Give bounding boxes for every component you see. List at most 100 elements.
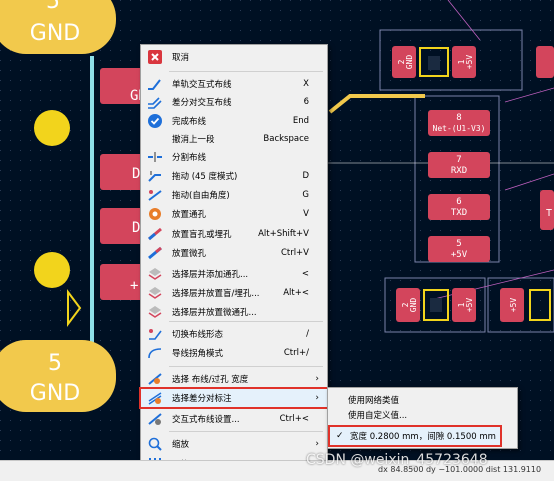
pad-top-left-gnd[interactable]: 5 GND — [0, 0, 116, 54]
footprint-outline-top-right — [379, 29, 523, 91]
menu-item-label: 选择 布线/过孔 宽度 — [172, 375, 249, 385]
svg-text:TXD: TXD — [451, 208, 467, 218]
submenu-arrow-icon: › — [315, 393, 319, 403]
status-bar: dx 84.8500 dy −101.0000 dist 131.9110 — [0, 460, 554, 481]
pad-net: GND — [30, 21, 80, 46]
menu-item-9[interactable]: 放置盲孔或埋孔 Alt+Shift+V — [141, 225, 327, 243]
far-right-label: T — [546, 208, 552, 219]
menu-item-label: 切换布线形态 — [172, 330, 224, 340]
menu-item-7[interactable]: 拖动(自由角度)G — [141, 186, 327, 204]
menu-item-label: 分割布线 — [172, 153, 207, 163]
svg-text:7: 7 — [456, 155, 461, 165]
submenu-item-1[interactable]: 使用自定义值... — [328, 407, 517, 423]
svg-text:D: D — [132, 220, 140, 236]
menu-item-shortcut: D — [302, 171, 309, 181]
corner-icon — [147, 345, 163, 361]
menu-item-12[interactable]: 选择层并放置盲/埋孔... Alt+< — [141, 284, 327, 302]
submenu-item-0[interactable]: 使用网络类值 — [328, 392, 517, 408]
menu-item-shortcut: 6 — [303, 97, 309, 107]
menu-item-shortcut: V — [303, 209, 309, 219]
submenu-arrow-icon: › — [315, 439, 319, 449]
menu-item-shortcut: < — [301, 269, 309, 279]
svg-text:+: + — [130, 278, 138, 294]
pad-number: 5 — [46, 0, 60, 14]
svg-text:1: 1 — [457, 302, 466, 307]
menu-item-6[interactable]: 拖动 (45 度模式)D — [141, 167, 327, 185]
menu-item-label: 放置盲孔或埋孔 — [172, 230, 232, 240]
menu-item-label: 拖动(自由角度) — [172, 191, 230, 201]
via-icon — [147, 206, 163, 222]
submenu-item-2[interactable]: ✓ 宽度 0.2800 mm，间隙 0.1500 mm — [328, 425, 502, 447]
menu-item-18[interactable]: 交互式布线设置... Ctrl+< — [141, 410, 327, 428]
svg-text:GND: GND — [405, 55, 414, 70]
menu-separator — [169, 366, 323, 367]
submenu-item-label: 使用自定义值... — [348, 411, 408, 421]
menu-item-shortcut: Ctrl+/ — [283, 348, 309, 358]
menu-item-3[interactable]: 完成布线 End — [141, 112, 327, 130]
svg-text:Net-(U1-V3): Net-(U1-V3) — [433, 124, 486, 133]
menu-item-label: 选择层并放置盲/埋孔... — [172, 289, 260, 299]
width-icon — [147, 371, 163, 387]
menu-item-11[interactable]: 选择层并添加通孔... < — [141, 265, 327, 283]
submenu-item-label: 使用网络类值 — [348, 396, 400, 406]
mounting-hole-2 — [34, 252, 70, 288]
pin1-marker — [67, 289, 82, 327]
menu-item-5[interactable]: 分割布线 — [141, 148, 327, 166]
drag-45-icon — [147, 168, 163, 184]
svg-text:RXD: RXD — [451, 166, 467, 176]
svg-text:1: 1 — [457, 59, 466, 64]
menu-item-label: 选择层并放置微通孔... — [172, 308, 257, 318]
menu-item-shortcut: Alt+< — [283, 288, 309, 298]
svg-text:+5V: +5V — [465, 298, 474, 313]
checkmark-icon: ✓ — [336, 431, 344, 441]
right-ic-pads: 8 Net-(U1-V3) 7 RXD 6 TXD 5 +5V — [428, 110, 490, 262]
svg-text:+5V: +5V — [451, 250, 468, 260]
pad-net: GND — [30, 381, 80, 406]
pad-bottom-left-gnd[interactable]: 5 GND — [0, 340, 116, 412]
menu-item-shortcut: Alt+Shift+V — [258, 229, 309, 239]
diff-pair-dimensions-submenu: 使用网络类值使用自定义值... ✓ 宽度 0.2800 mm，间隙 0.1500 m… — [327, 387, 518, 449]
menu-item-shortcut: Ctrl+< — [279, 414, 309, 424]
zoom-icon — [147, 436, 163, 452]
menu-item-shortcut: / — [306, 329, 309, 339]
menu-item-16[interactable]: 选择 布线/过孔 宽度 › — [141, 370, 327, 388]
ratsnest-magenta-2 — [429, 269, 554, 301]
svg-text:2: 2 — [397, 59, 406, 64]
break-track-icon — [147, 149, 163, 165]
menu-item-0[interactable]: 取消 — [141, 48, 327, 66]
menu-item-14[interactable]: 切换布线形态 / — [141, 325, 327, 343]
menu-item-13[interactable]: 选择层并放置微通孔... — [141, 303, 327, 321]
svg-text:6: 6 — [456, 197, 461, 207]
menu-item-label: 选择层并添加通孔... — [172, 270, 249, 280]
svg-text:8: 8 — [456, 113, 461, 123]
menu-item-label: 放置微孔 — [172, 249, 207, 259]
ratsnest-magenta-1 — [504, 87, 554, 103]
svg-text:GND: GND — [409, 298, 418, 313]
settings-icon — [147, 411, 163, 427]
ratsnest-magenta-4 — [447, 0, 481, 41]
layer-blind-icon — [147, 285, 163, 301]
menu-item-label: 差分对交互布线 — [172, 98, 232, 108]
menu-item-shortcut: End — [292, 116, 309, 126]
submenu-arrow-icon: › — [315, 374, 319, 384]
far-right-pad — [540, 190, 554, 230]
menu-separator — [169, 431, 323, 432]
menu-item-17[interactable]: 选择差分对标注 › — [139, 387, 329, 409]
posture-icon — [147, 326, 163, 342]
menu-item-2[interactable]: 差分对交互布线 6 — [141, 93, 327, 111]
submenu-item-label: 宽度 0.2800 mm，间隙 0.1500 mm — [350, 432, 496, 442]
top-right-component: 2 GND 1 +5V — [392, 46, 554, 78]
ratsnest-magenta-3 — [504, 173, 554, 191]
footprint-outline-bottom-right — [384, 277, 486, 333]
menu-item-label: 取消 — [172, 53, 190, 63]
menu-item-15[interactable]: 导线拐角模式 Ctrl+/ — [141, 344, 327, 362]
menu-item-label: 选择差分对标注 — [172, 394, 232, 404]
menu-item-19[interactable]: 缩放› — [141, 435, 327, 453]
menu-item-label: 交互式布线设置... — [172, 415, 240, 425]
menu-item-label: 导线拐角模式 — [172, 349, 224, 359]
menu-item-label: 完成布线 — [172, 117, 207, 127]
